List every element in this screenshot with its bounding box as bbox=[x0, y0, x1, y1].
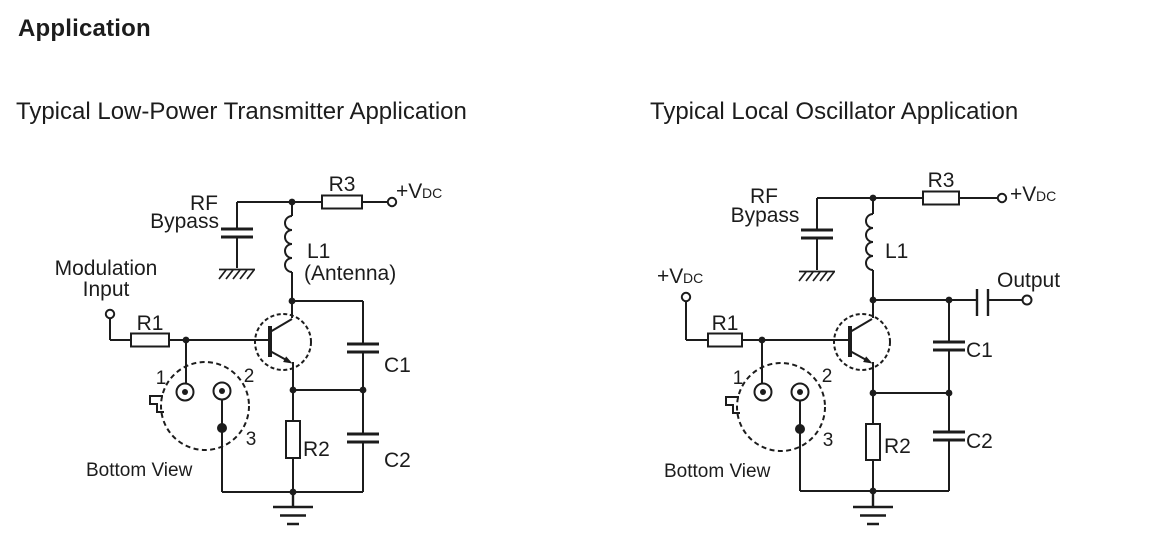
pin2-dot bbox=[219, 388, 225, 394]
pin2-dot bbox=[797, 389, 803, 395]
l1-label: L1 bbox=[885, 240, 908, 263]
c1-label: C1 bbox=[966, 339, 993, 362]
transistor-outline bbox=[833, 313, 891, 371]
r1-label: R1 bbox=[137, 312, 164, 335]
pin1-dot bbox=[760, 389, 766, 395]
modulation-input-terminal bbox=[104, 308, 116, 320]
chassis-ground-icon bbox=[218, 268, 255, 280]
r3-label: R3 bbox=[928, 169, 955, 192]
oscillator-title: Typical Local Oscillator Application bbox=[650, 98, 1019, 125]
pin1-label: 1 bbox=[156, 368, 167, 389]
modulation-input-label-line1: Modulation bbox=[55, 257, 158, 280]
capacitor-c1-plates bbox=[933, 340, 965, 352]
junction-dot bbox=[758, 336, 766, 344]
junction-dot bbox=[869, 194, 877, 202]
pin3-label: 3 bbox=[246, 429, 257, 450]
resistor-r2-body bbox=[865, 423, 881, 461]
inductor-l1-coil bbox=[284, 215, 293, 273]
pin2-label: 2 bbox=[244, 366, 255, 387]
oscillator-schematic: RF Bypass R3 +V DC +V DC L1 R1 Output C1… bbox=[657, 169, 1060, 526]
rf-bypass-label-line1: RF bbox=[190, 192, 218, 215]
emitter-arrow bbox=[283, 356, 293, 364]
junction-dot bbox=[182, 336, 190, 344]
vdc-input-label-subscript: DC bbox=[683, 270, 703, 286]
r2-label: R2 bbox=[884, 435, 911, 458]
resistor-r2-body bbox=[285, 420, 301, 459]
c2-label: C2 bbox=[966, 430, 993, 453]
transistor-collector-lead bbox=[849, 318, 873, 333]
transmitter-title: Typical Low-Power Transmitter Applicatio… bbox=[16, 98, 467, 125]
vdc-input-label: +V bbox=[657, 265, 683, 288]
c1-label: C1 bbox=[384, 354, 411, 377]
bypass-capacitor-plates bbox=[801, 228, 833, 240]
junction-dot bbox=[359, 386, 367, 394]
junction-dot bbox=[945, 296, 953, 304]
package-outline bbox=[160, 361, 250, 451]
transmitter-schematic: RF Bypass R3 +V DC L1 (Antenna) Modulati… bbox=[55, 173, 442, 526]
package-tab bbox=[725, 396, 740, 414]
vdc-terminal bbox=[386, 196, 398, 208]
junction-dot bbox=[288, 297, 296, 305]
vdc-label-subscript: DC bbox=[422, 185, 442, 201]
rf-bypass-label-line1: RF bbox=[750, 185, 778, 208]
package-outline bbox=[736, 362, 826, 452]
vdc-terminal bbox=[996, 192, 1008, 204]
pin1-label: 1 bbox=[733, 368, 744, 389]
resistor-r3-body bbox=[321, 194, 363, 210]
resistor-r3-body bbox=[922, 190, 960, 206]
vdc-supply-label: +V bbox=[1010, 183, 1036, 206]
capacitor-c2-plates bbox=[933, 430, 965, 442]
section-heading: Application bbox=[18, 15, 151, 42]
pin1-dot bbox=[182, 389, 188, 395]
rf-bypass-label-line2: Bypass bbox=[731, 204, 800, 227]
earth-ground-icon bbox=[273, 492, 313, 526]
l1-antenna-note: (Antenna) bbox=[304, 262, 396, 285]
pin2-label: 2 bbox=[822, 366, 833, 387]
output-label: Output bbox=[997, 269, 1060, 292]
junction-dot bbox=[869, 389, 877, 397]
emitter-arrow bbox=[863, 356, 873, 364]
pin3-dot bbox=[217, 423, 227, 433]
capacitor-c2-plates bbox=[347, 432, 379, 444]
inductor-l1-coil bbox=[865, 213, 874, 271]
l1-label: L1 bbox=[307, 240, 330, 263]
junction-dot bbox=[288, 198, 296, 206]
package-tab bbox=[149, 395, 164, 413]
vdc-label: +V bbox=[396, 180, 422, 203]
r3-label: R3 bbox=[329, 173, 356, 196]
resistor-r1-body bbox=[130, 332, 170, 348]
transistor-collector-lead bbox=[269, 318, 293, 333]
output-terminal bbox=[1021, 294, 1033, 306]
junction-dot bbox=[945, 389, 953, 397]
modulation-input-label-line2: Input bbox=[83, 278, 130, 301]
resistor-r1-body bbox=[707, 332, 743, 348]
earth-ground-icon bbox=[853, 491, 893, 526]
output-coupling-capacitor-plates bbox=[975, 289, 990, 316]
bottom-view-label: Bottom View bbox=[664, 461, 771, 482]
junction-dot bbox=[869, 296, 877, 304]
capacitor-c1-plates bbox=[347, 342, 379, 354]
vdc-input-terminal bbox=[680, 291, 692, 303]
rf-bypass-label-line2: Bypass bbox=[150, 210, 219, 233]
r1-label: R1 bbox=[712, 312, 739, 335]
r2-label: R2 bbox=[303, 438, 330, 461]
vdc-supply-label-subscript: DC bbox=[1036, 188, 1056, 204]
bypass-capacitor-plates bbox=[221, 227, 253, 239]
chassis-ground-icon bbox=[798, 270, 835, 282]
pin3-dot bbox=[795, 424, 805, 434]
bottom-view-label: Bottom View bbox=[86, 460, 193, 481]
transistor-outline bbox=[254, 313, 312, 371]
c2-label: C2 bbox=[384, 449, 411, 472]
junction-dot bbox=[289, 386, 297, 394]
pin3-label: 3 bbox=[823, 430, 834, 451]
